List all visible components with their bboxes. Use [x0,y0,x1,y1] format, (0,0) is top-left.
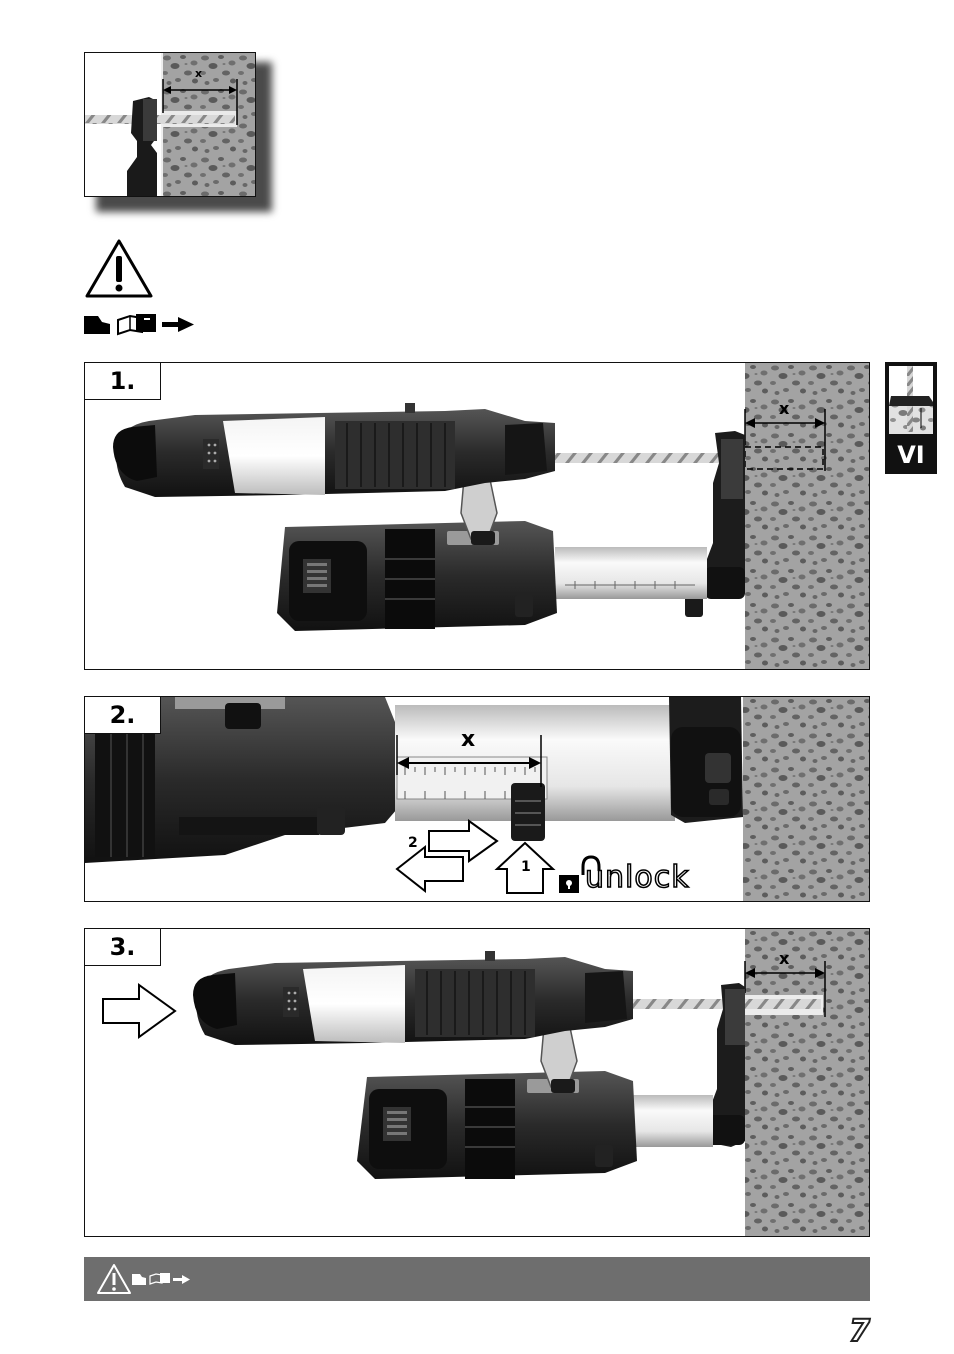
intro-figure: x [84,52,256,197]
step-1-dimension-label: x [779,399,789,418]
read-manual-icon [84,312,196,336]
step-2-unlock-text: unlock [585,860,690,895]
step-2-illustration [85,697,870,902]
intro-dimension-label: x [195,67,202,80]
step-2-label: 2. [85,697,161,734]
chapter-tab: VI [885,362,937,474]
step-2-arrow-label-1: 1 [521,859,531,875]
footer-warning-bar [84,1257,870,1301]
warning-triangle-icon [84,238,154,300]
warning-triangle-small-icon [96,1263,132,1295]
step-2-panel: 2. [84,696,870,902]
step-3-illustration [85,929,870,1237]
step-2-dimension-label: x [461,727,475,752]
step-3-panel: 3. [84,928,870,1237]
chapter-tab-label: VI [886,441,936,469]
step-1-label: 1. [85,363,161,400]
arrow-right-icon [162,317,194,332]
chapter-tab-thumbnail [889,366,933,434]
intro-drill-illustration [85,53,256,197]
step-3-label: 3. [85,929,161,966]
page-number: 7 [849,1314,870,1349]
read-manual-small-icon [132,1271,192,1287]
step-3-dimension-label: x [779,949,789,968]
step-1-panel: 1. [84,362,870,670]
step-2-arrow-label-2: 2 [408,835,418,851]
step-1-illustration [85,363,870,670]
